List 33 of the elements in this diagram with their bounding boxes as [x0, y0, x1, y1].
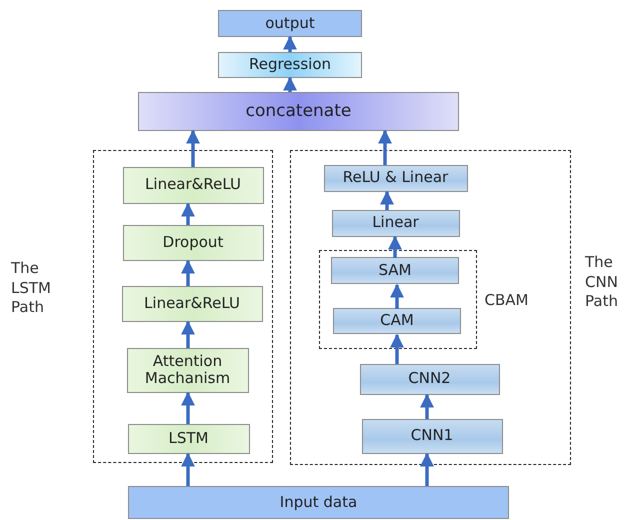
arrow	[186, 130, 200, 167]
layer-box: Attention Machanism	[126, 348, 248, 392]
arrow	[380, 190, 394, 210]
layer-box: CNN1	[362, 418, 502, 454]
group-heading: The LSTM Path	[11, 259, 52, 318]
layer-box: Linear&ReLU	[122, 286, 262, 322]
arrow	[390, 284, 404, 309]
layer-box: LSTM	[128, 424, 250, 454]
arrow	[283, 76, 297, 92]
layer-box: CAM	[333, 308, 461, 334]
layer-box: concatenate	[138, 92, 459, 131]
layer-box: ReLU & Linear	[324, 164, 468, 192]
layer-box: Input data	[128, 486, 509, 519]
layer-box: SAM	[331, 257, 459, 284]
layer-box: Linear	[332, 210, 460, 236]
layer-box: CNN2	[360, 364, 500, 394]
arrow	[181, 260, 195, 286]
layer-box: output	[218, 10, 362, 37]
arrow	[181, 202, 195, 225]
layer-box: Regression	[218, 52, 362, 78]
arrow	[181, 452, 195, 486]
group-heading: The CNN Path	[585, 253, 619, 312]
arrow	[390, 334, 404, 364]
arrow	[283, 36, 297, 52]
group-heading: CBAM	[484, 290, 530, 310]
arrow	[181, 320, 195, 348]
arrow	[378, 130, 392, 165]
arrow	[181, 392, 195, 424]
layer-box: Linear&ReLU	[122, 166, 264, 204]
arrow	[420, 394, 434, 419]
layer-box: Dropout	[122, 224, 264, 260]
arrow	[388, 236, 402, 258]
arrow	[420, 452, 434, 486]
